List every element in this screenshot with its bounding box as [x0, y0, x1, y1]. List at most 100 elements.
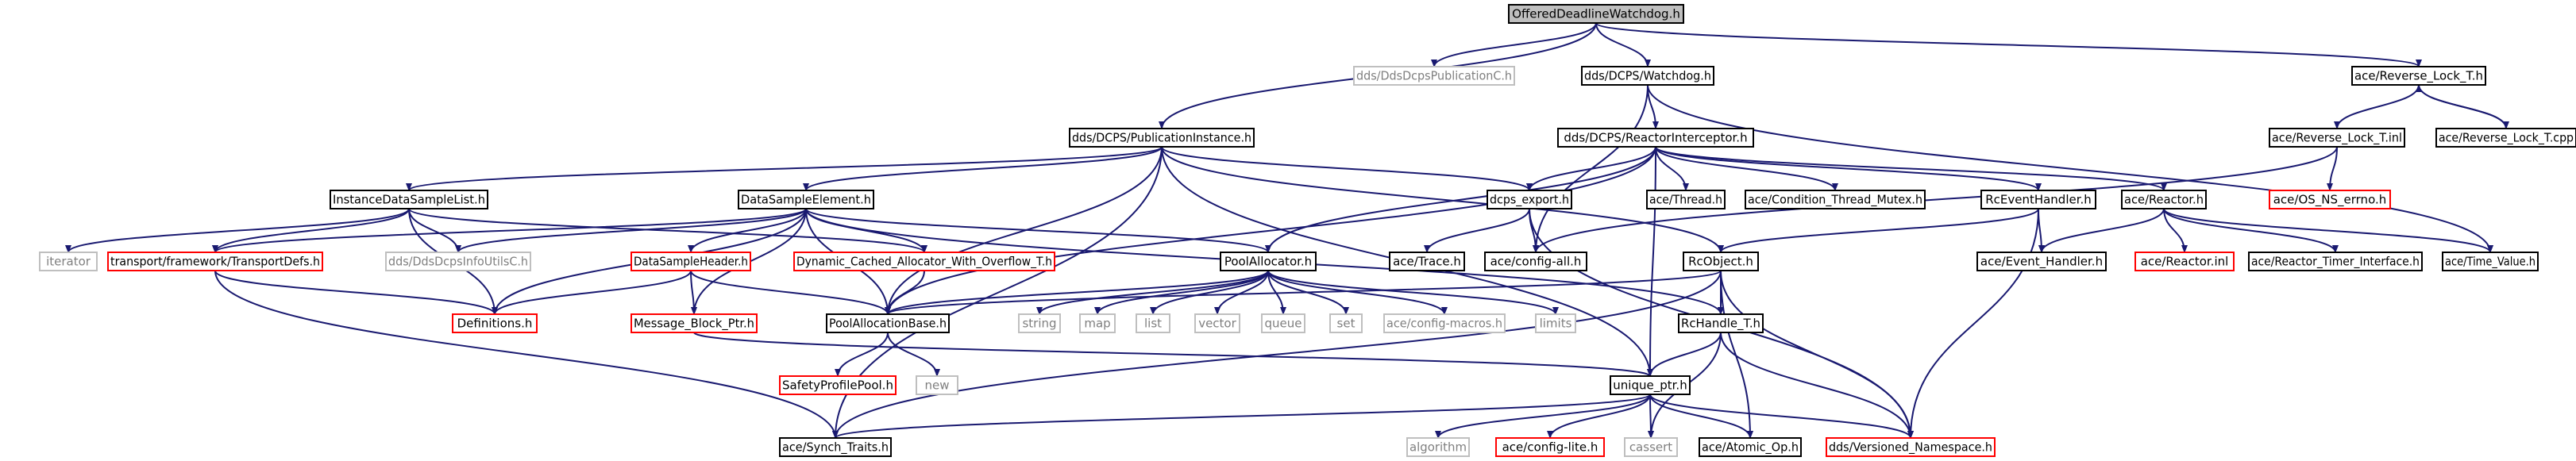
node-label: ace/config-all.h — [1490, 255, 1582, 269]
edge-poolalloc-to-map — [1094, 270, 1269, 315]
node-box — [793, 252, 1055, 271]
node-configall[interactable]: ace/config-all.h — [1484, 252, 1587, 271]
edge-dsh-to-pab — [690, 270, 891, 315]
edge-poolalloc-to-list — [1150, 270, 1269, 315]
node-box — [1406, 437, 1470, 457]
node-label: ace/Synch_Traits.h — [782, 440, 889, 455]
node-acetrace[interactable]: ace/Trace.h — [1389, 252, 1465, 271]
node-box — [2134, 252, 2235, 271]
node-dcawo[interactable]: Dynamic_Cached_Allocator_With_Overflow_T… — [793, 252, 1055, 271]
node-label: Dynamic_Cached_Allocator_With_Overflow_T… — [796, 255, 1052, 270]
edge-dsh-to-mbp — [690, 270, 697, 315]
node-tdefs[interactable]: transport/framework/TransportDefs.h — [107, 252, 323, 271]
node-reactint[interactable]: dds/DCPS/ReactorInterceptor.h — [1557, 128, 1754, 148]
node-reactorinl[interactable]: ace/Reactor.inl — [2134, 252, 2235, 271]
edge-reactint-to-acethread — [1655, 146, 1689, 191]
node-label: dds/DCPS/Watchdog.h — [1584, 69, 1711, 83]
node-box — [631, 252, 751, 271]
node-uniqueptr[interactable]: unique_ptr.h — [1610, 375, 1691, 395]
node-defs[interactable]: Definitions.h — [452, 313, 538, 333]
node-revlockcpp[interactable]: ace/Reverse_Lock_T.cpp — [2435, 128, 2576, 148]
edge-rchandle-to-vns — [1720, 332, 1914, 439]
node-idsl[interactable]: InstanceDataSampleList.h — [330, 190, 488, 209]
node-box — [2442, 252, 2539, 271]
node-box — [2351, 66, 2486, 86]
node-condmutex[interactable]: ace/Condition_Thread_Mutex.h — [1745, 190, 1926, 209]
node-label: DataSampleHeader.h — [634, 255, 748, 269]
node-label: ace/Reactor.inl — [2141, 255, 2229, 269]
node-reactor[interactable]: ace/Reactor.h — [2121, 190, 2207, 209]
node-pab[interactable]: PoolAllocationBase.h — [826, 313, 950, 333]
node-dse[interactable]: DataSampleElement.h — [738, 190, 874, 209]
node-label: ace/OS_NS_errno.h — [2273, 193, 2387, 208]
edge-reactint-to-condmutex — [1655, 146, 1838, 191]
node-watchdog[interactable]: dds/DCPS/Watchdog.h — [1581, 66, 1714, 86]
node-box — [2435, 128, 2576, 148]
node-limits: limits — [1535, 313, 1576, 333]
node-box — [2269, 190, 2391, 209]
edge-dse-to-dsh — [688, 208, 807, 253]
edge-dse-to-tdefs — [212, 208, 807, 253]
node-list: list — [1136, 313, 1170, 333]
node-label: RcEventHandler.h — [1985, 193, 2092, 207]
node-revlock[interactable]: ace/Reverse_Lock_T.h — [2351, 66, 2486, 86]
edge-rcobj-to-pab — [885, 270, 1722, 315]
node-box — [1079, 313, 1116, 333]
node-rchandle[interactable]: RcHandle_T.h — [1678, 313, 1764, 333]
node-queue: queue — [1261, 313, 1305, 333]
node-root[interactable]: OfferedDeadlineWatchdog.h — [1508, 4, 1684, 24]
node-label: ace/Thread.h — [1649, 193, 1722, 207]
node-label: SafetyProfilePool.h — [782, 378, 893, 393]
node-label: ace/Atomic_Op.h — [1702, 440, 1799, 455]
node-box — [631, 313, 758, 333]
node-map: map — [1079, 313, 1116, 333]
node-label: OfferedDeadlineWatchdog.h — [1512, 7, 1680, 21]
edge-pab-to-spp — [835, 332, 889, 377]
edge-reactor-to-timevalue — [2163, 208, 2493, 253]
node-evh[interactable]: ace/Event_Handler.h — [1976, 252, 2107, 271]
edge-poolalloc-to-vector — [1214, 270, 1269, 315]
node-box — [1383, 313, 1506, 333]
node-label: cassert — [1629, 440, 1672, 455]
node-box — [1508, 4, 1684, 24]
node-box — [1495, 437, 1605, 457]
node-label: ace/config-lite.h — [1502, 440, 1598, 455]
node-dcpsexp[interactable]: dcps_export.h — [1487, 190, 1572, 209]
node-box — [330, 190, 488, 209]
node-synch[interactable]: ace/Synch_Traits.h — [779, 437, 892, 457]
node-os_errno[interactable]: ace/OS_NS_errno.h — [2269, 190, 2391, 209]
edge-idsl-to-infoutils — [408, 208, 461, 253]
node-rti[interactable]: ace/Reactor_Timer_Interface.h — [2248, 252, 2423, 271]
node-label: dds/DdsDcpsInfoUtilsC.h — [388, 255, 528, 269]
node-rcobj[interactable]: RcObject.h — [1683, 252, 1759, 271]
node-label: Message_Block_Ptr.h — [634, 317, 754, 332]
node-rceh[interactable]: RcEventHandler.h — [1980, 190, 2096, 209]
node-mbp[interactable]: Message_Block_Ptr.h — [631, 313, 758, 333]
node-label: transport/framework/TransportDefs.h — [110, 255, 320, 269]
edge-layer — [65, 22, 2509, 439]
node-label: ace/Event_Handler.h — [1980, 255, 2103, 270]
node-timevalue[interactable]: ace/Time_Value.h — [2442, 252, 2539, 271]
node-label: ace/Condition_Thread_Mutex.h — [1748, 193, 1922, 208]
edge-watchdog-to-timevalue — [1647, 84, 2493, 253]
node-box — [1389, 252, 1465, 271]
node-revlockinl[interactable]: ace/Reverse_Lock_T.inl — [2269, 128, 2405, 148]
node-dsh[interactable]: DataSampleHeader.h — [631, 252, 751, 271]
node-spp[interactable]: SafetyProfilePool.h — [779, 375, 897, 395]
node-label: Definitions.h — [457, 317, 533, 331]
node-cfglite[interactable]: ace/config-lite.h — [1495, 437, 1605, 457]
node-pubinst[interactable]: dds/DCPS/PublicationInstance.h — [1069, 128, 1255, 148]
node-poolalloc[interactable]: PoolAllocator.h — [1220, 252, 1317, 271]
node-vns[interactable]: dds/Versioned_Namespace.h — [1826, 437, 1996, 457]
node-atomicop[interactable]: ace/Atomic_Op.h — [1699, 437, 1802, 457]
edge-uniqueptr-to-atomicop — [1649, 394, 1753, 439]
node-acethread[interactable]: ace/Thread.h — [1646, 190, 1726, 209]
node-box — [1535, 313, 1576, 333]
edge-reactint-to-poolalloc — [1265, 146, 1656, 253]
edge-reactint-to-reactor — [1655, 146, 2167, 191]
node-string: string — [1018, 313, 1061, 333]
node-box — [1581, 66, 1714, 86]
edge-reactint-to-rceh — [1655, 146, 2042, 191]
node-cassert: cassert — [1624, 437, 1678, 457]
